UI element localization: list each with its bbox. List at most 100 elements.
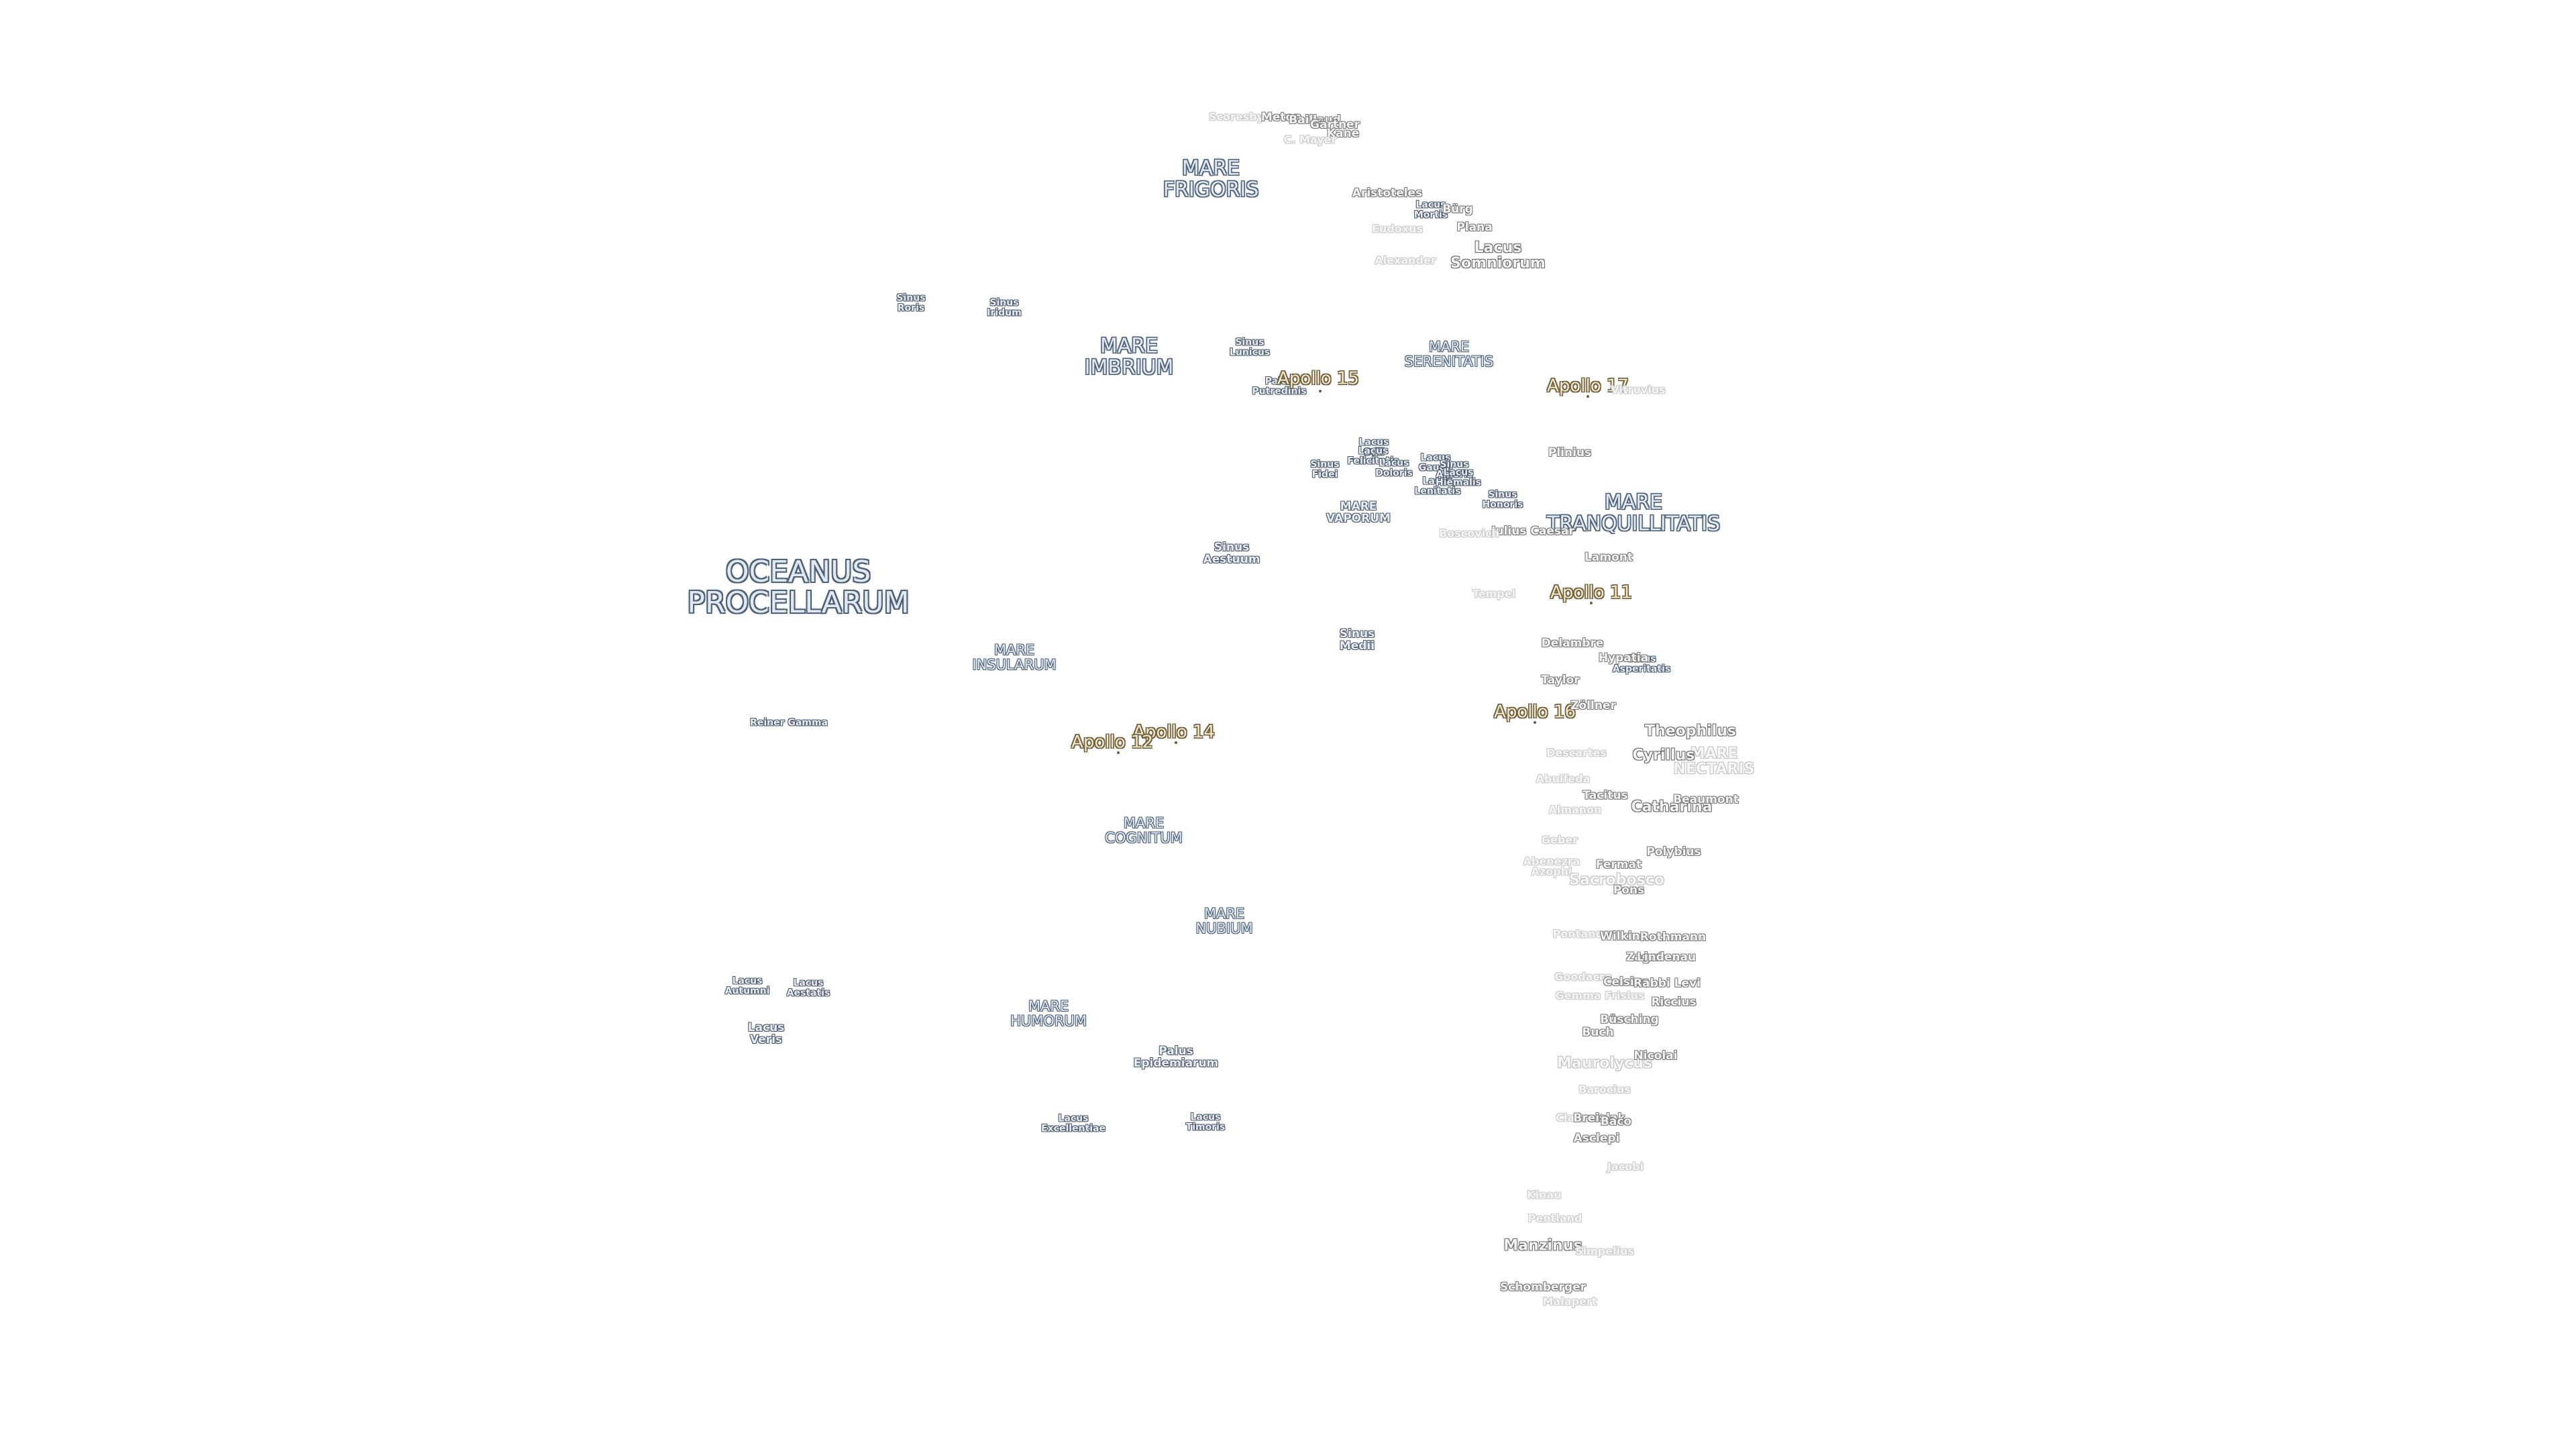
buch-label: Buch: [1582, 1026, 1614, 1040]
reiner-gamma-label: Reiner Gamma: [750, 717, 828, 729]
aristoteles-label: Aristoteles: [1352, 186, 1423, 201]
nicolai-label: Nicolai: [1633, 1049, 1678, 1063]
apollo-12-label: Apollo 12: [1071, 732, 1153, 753]
barocius-label: Barocius: [1578, 1083, 1631, 1096]
mare-tranquillitatis-label: MARE TRANQUILLITATIS: [1546, 490, 1721, 535]
delambre-label: Delambre: [1541, 637, 1604, 651]
lacus-autumni-label: Lacus Autumni: [724, 975, 770, 996]
sinus-amoris-label: Sinus Amoris: [1436, 459, 1473, 480]
breislak-label: Breislak: [1573, 1112, 1625, 1126]
rothmann-label: Rothmann: [1640, 930, 1707, 945]
jacobi-label: Jacobi: [1607, 1160, 1644, 1173]
plana-label: Plana: [1456, 221, 1493, 235]
abulfeda-label: Abulfeda: [1536, 772, 1591, 786]
lacus-doloris-label: Lacus Doloris: [1375, 458, 1413, 478]
mare-serenitatis-label: MARE SERENITATIS: [1404, 338, 1494, 370]
lacus-veris-label: Lacus Veris: [747, 1021, 785, 1046]
busching-label: Büsching: [1600, 1013, 1659, 1027]
zollner-label: Zöllner: [1570, 699, 1616, 713]
apollo-17-label: Apollo 17: [1547, 376, 1629, 396]
theophilus-label: Theophilus: [1645, 722, 1736, 740]
plinius-label: Plinius: [1548, 446, 1592, 460]
palus-putredinis-label: Palus Putredinis: [1252, 376, 1307, 396]
celsius-label: Celsius: [1603, 975, 1649, 989]
sinus-iridum-label: Sinus Iridum: [987, 297, 1022, 318]
manzinus-label: Manzinus: [1503, 1237, 1582, 1254]
gemma-frisius-label: Gemma Frisius: [1555, 989, 1645, 1002]
meton-label: Meton: [1260, 111, 1302, 125]
goodacre-label: Goodacre: [1554, 970, 1612, 983]
lacus-timoris-label: Lacus Timoris: [1185, 1112, 1226, 1132]
apollo-16-site-marker: [1534, 721, 1536, 724]
lacus-aestatis-label: Lacus Aestatis: [786, 977, 830, 998]
burg-label: Bürg: [1442, 203, 1473, 217]
pontanus-label: Pontanus: [1552, 927, 1610, 941]
c-mayer-label: C. Mayer: [1283, 133, 1337, 146]
lacus-gaudii-label: Lacus Gaudii: [1418, 452, 1453, 473]
baillaud-label: Baillaud: [1289, 113, 1341, 127]
tempel-label: Tempel: [1472, 587, 1516, 600]
pons-label: Pons: [1613, 883, 1645, 898]
sinus-medii-label: Sinus Medii: [1339, 627, 1375, 653]
geber-label: Geber: [1541, 833, 1578, 847]
lacus-odii-label: Lacus Odii: [1358, 437, 1389, 458]
gartner-label: Gärtner: [1310, 118, 1360, 132]
apollo-17-site-marker: [1587, 395, 1589, 398]
sinus-asperitatis-label: Sinus Asperitatis: [1612, 653, 1671, 674]
lindenau-label: Lindenau: [1636, 951, 1697, 965]
alexander-label: Alexander: [1375, 254, 1436, 267]
lacus-hiemalis-label: Lacus Hiemalis: [1436, 467, 1481, 488]
sinus-lunicus-label: Sinus Lunicus: [1229, 337, 1271, 358]
mare-frigoris-label: MARE FRIGORIS: [1163, 156, 1259, 201]
hypatia-label: Hypatia: [1598, 651, 1649, 665]
descartes-label: Descartes: [1546, 746, 1607, 759]
lacus-felicitatis-label: Lacus Felicitatis: [1347, 445, 1399, 466]
mare-vaporum-label: MARE VAPORUM: [1326, 500, 1391, 525]
azophi-label: Azophi: [1531, 865, 1572, 878]
mare-imbrium-label: MARE IMBRIUM: [1084, 334, 1174, 379]
boscovich-label: Boscovich: [1439, 527, 1499, 540]
cyrillus-label: Cyrillus: [1632, 747, 1695, 764]
mare-nectaris-label: MARE NECTARIS: [1673, 745, 1755, 777]
julius-caesar-label: Julius Caesar: [1491, 525, 1574, 539]
almanon-label: Almanon: [1548, 803, 1602, 816]
apollo-16-label: Apollo 16: [1494, 702, 1576, 722]
malapert-label: Malapert: [1542, 1295, 1597, 1308]
sinus-honoris-label: Sinus Honoris: [1482, 489, 1523, 510]
mare-nubium-label: MARE NUBIUM: [1195, 905, 1253, 936]
apollo-12-site-marker: [1117, 751, 1120, 754]
simpelius-label: Simpelius: [1575, 1244, 1634, 1258]
lacus-excellentiae-label: Lacus Excellentiae: [1041, 1113, 1106, 1134]
apollo-11-label: Apollo 11: [1550, 582, 1632, 603]
vitruvius-label: Vitruvius: [1611, 383, 1666, 396]
sinus-roris-label: Sinus Roris: [896, 292, 926, 313]
rabbi-levi-label: Rabbi Levi: [1633, 977, 1701, 991]
kane-label: Kane: [1326, 127, 1360, 141]
maurolycus-label: Maurolycus: [1556, 1055, 1653, 1072]
lacus-mortis-label: Lacus Mortis: [1413, 199, 1448, 220]
kinau-label: Kinau: [1527, 1188, 1562, 1201]
apollo-14-site-marker: [1175, 741, 1177, 744]
lamont-label: Lamont: [1585, 551, 1633, 565]
lacus-lenitatis-label: Lacus Lenitatis: [1414, 476, 1461, 496]
catharina-label: Catharina: [1631, 798, 1713, 816]
apollo-15-site-marker: [1319, 390, 1322, 392]
polybius-label: Polybius: [1646, 845, 1701, 859]
riccius-label: Riccius: [1651, 996, 1697, 1010]
mare-cognitum-label: MARE COGNITUM: [1105, 814, 1183, 846]
tacitus-label: Tacitus: [1582, 789, 1628, 803]
apollo-15-label: Apollo 15: [1277, 368, 1359, 389]
zagut-label: Zagut: [1625, 951, 1664, 965]
pentland-label: Pentland: [1527, 1212, 1582, 1225]
abenezra-label: Abenezra: [1523, 855, 1580, 868]
fermat-label: Fermat: [1595, 858, 1642, 872]
sinus-aestuum-label: Sinus Aestuum: [1203, 541, 1260, 566]
apollo-14-label: Apollo 14: [1133, 722, 1215, 743]
lacus-somniorum-label: Lacus Somniorum: [1450, 239, 1546, 272]
mare-insularum-label: MARE INSULARUM: [972, 641, 1057, 673]
wilkins-label: Wilkins: [1600, 930, 1647, 944]
apollo-11-site-marker: [1590, 602, 1593, 604]
eudoxus-label: Eudoxus: [1372, 222, 1423, 235]
sacrobosco-label: Sacrobosco: [1569, 871, 1664, 889]
